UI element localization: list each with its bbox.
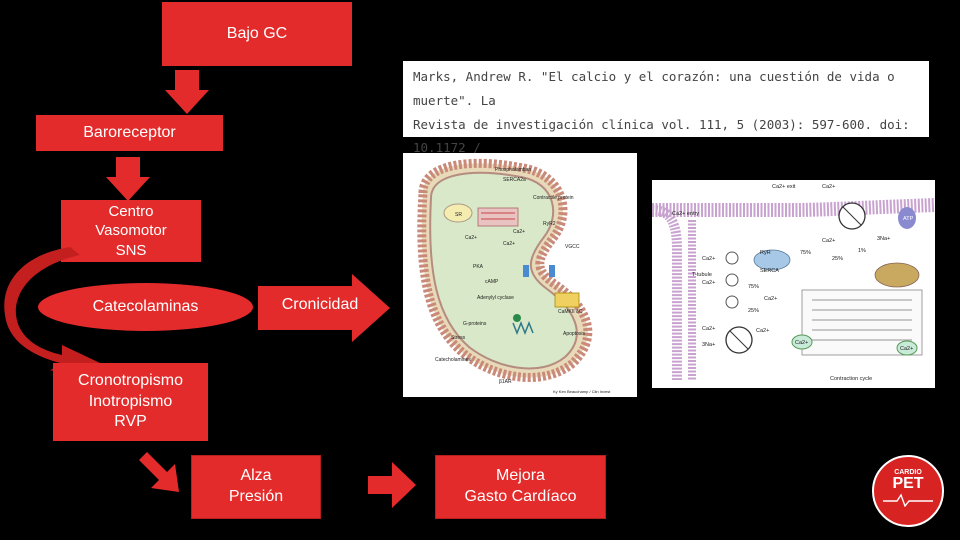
fig1-label: Catecholamines	[435, 357, 471, 363]
fig2-label: 25%	[832, 256, 843, 262]
fig1-label: RyR2	[543, 221, 556, 227]
catecolaminas-ellipse: Catecolaminas	[38, 283, 253, 331]
fig1-label: β1AR	[499, 379, 512, 385]
arrow-right-icon	[368, 462, 416, 508]
cardio-pet-logo: CARDIO PET	[872, 455, 944, 527]
citation-text: Marks, Andrew R. "El calcio y el corazón…	[403, 61, 929, 179]
arrow-down-icon	[106, 157, 150, 201]
mejora-gasto-box: Mejora Gasto Cardíaco	[435, 455, 606, 519]
fig2-label: RyR	[760, 250, 771, 256]
centro-vasomotor-box: Centro Vasomotor SNS	[61, 200, 201, 262]
fig1-label: G-proteins	[463, 321, 487, 327]
calcium-cycle-figure: Ca2+ exit Ca2+ entry Ca2+ ATP RyR 3Na+ C…	[652, 180, 935, 388]
fig1-label: VGCC	[565, 244, 580, 250]
fig2-label: 3Na+	[877, 236, 890, 242]
fig1-label: Ca2+	[513, 229, 525, 235]
fig1-label: Phospholamban	[495, 167, 531, 173]
fig2-label: 25%	[748, 308, 759, 314]
citation-line-2: Revista de investigación clínica vol. 11…	[413, 116, 910, 156]
fig2-label: Ca2+	[702, 256, 715, 262]
fig2-label: ATP	[903, 216, 914, 222]
fig1-label: Contractile protein	[533, 195, 574, 201]
fig1-label: PKA	[473, 264, 484, 270]
logo-top-text: CARDIO	[894, 469, 922, 476]
fig2-label: Ca2+	[756, 328, 769, 334]
fig2-label: Ca2+	[822, 238, 835, 244]
fig2-label: Ca2+	[900, 346, 913, 352]
arrow-down-icon	[165, 70, 209, 114]
fig1-label: Apoptosis	[563, 331, 585, 337]
fig2-label: Ca2+ exit	[772, 184, 796, 190]
logo-main-text: PET	[892, 475, 924, 492]
baroreceptor-box: Baroreceptor	[36, 115, 223, 151]
fig1-label: SR	[455, 212, 462, 218]
fig2-label: 1%	[858, 248, 866, 254]
fig2-label: 3Na+	[702, 342, 715, 348]
fig1-label: Adenylyl cyclase	[477, 295, 514, 301]
cardiomyocyte-figure: Phospholamban SERCA2a Contractile protei…	[403, 153, 637, 397]
fig2-label: Contraction cycle	[830, 376, 872, 382]
fig2-label: T-tubule	[692, 272, 712, 278]
fig2-label: 75%	[800, 250, 811, 256]
fig1-label: Ca2+	[503, 241, 515, 247]
cronicidad-arrow	[258, 274, 390, 342]
bajo-gc-box: Bajo GC	[162, 2, 352, 66]
fig1-label: Ca2+	[465, 235, 477, 241]
fig2-label: Ca2+	[795, 340, 808, 346]
alza-presion-box: Alza Presión	[191, 455, 321, 519]
heartbeat-icon	[883, 493, 933, 507]
fig2-label: Ca2+	[764, 296, 777, 302]
curved-arrow-icon	[4, 247, 100, 371]
fig2-label: SERCA	[760, 268, 779, 274]
fig2-label: Ca2+ entry	[672, 211, 699, 217]
fig2-label: Ca2+	[702, 326, 715, 332]
cronotropismo-box: Cronotropismo Inotropismo RVP	[53, 363, 208, 441]
fig1-label: CaMKII δC	[558, 309, 583, 315]
fig1-label: cAMP	[485, 279, 499, 285]
citation-line-1: Marks, Andrew R. "El calcio y el corazón…	[413, 69, 895, 108]
fig1-credit: Ky Ken Beauchamp / Clin Invest	[553, 389, 611, 394]
diagonal-arrow-icon	[139, 452, 179, 492]
fig2-label: Ca2+	[822, 184, 835, 190]
fig1-label: SERCA2a	[503, 177, 526, 183]
fig1-label: Stress	[451, 335, 466, 341]
cronicidad-label: Cronicidad	[281, 296, 359, 313]
fig2-label: Ca2+	[702, 280, 715, 286]
fig2-label: 75%	[748, 284, 759, 290]
